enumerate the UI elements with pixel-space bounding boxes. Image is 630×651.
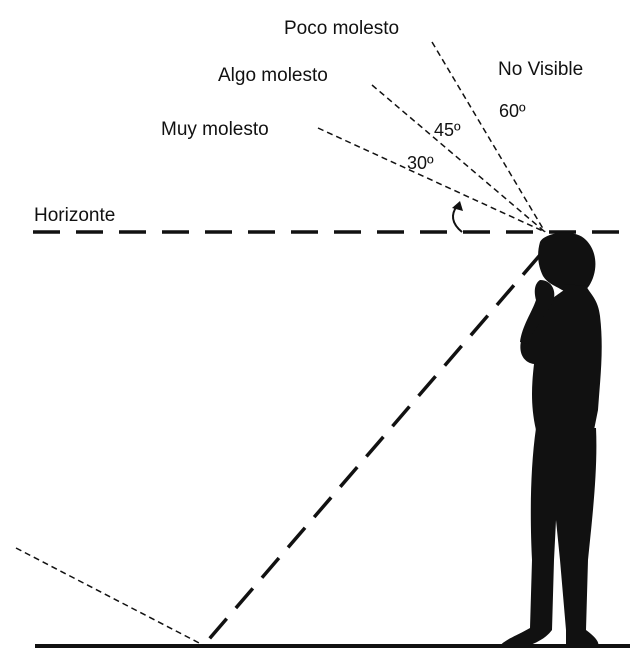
downward-sight-line	[202, 253, 542, 647]
label-no-visible: No Visible	[498, 59, 583, 80]
label-poco-molesto: Poco molesto	[284, 18, 399, 39]
sight-line-60	[431, 41, 546, 233]
angle-label-30: 30º	[407, 153, 434, 173]
sight-line-30	[317, 127, 546, 233]
angle-label-45: 45º	[434, 120, 461, 140]
label-algo-molesto: Algo molesto	[218, 65, 328, 86]
label-muy-molesto: Muy molesto	[161, 119, 269, 140]
person-silhouette-icon	[500, 232, 602, 646]
sight-line-45	[371, 84, 546, 233]
reflection-line	[15, 547, 204, 646]
label-horizonte: Horizonte	[34, 205, 115, 226]
angle-label-60: 60º	[499, 101, 526, 121]
arc-arrowhead-icon	[452, 201, 463, 211]
